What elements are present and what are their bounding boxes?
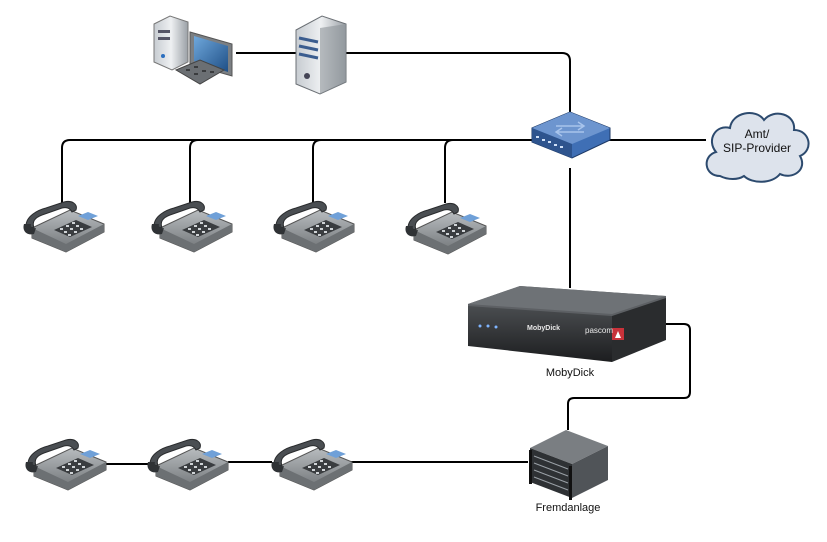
pbx-appliance-icon: [468, 286, 666, 362]
cloud-icon: [705, 112, 810, 183]
link-phone-3: [312, 139, 322, 203]
link-phone-2: [189, 139, 199, 203]
desk-phone-icon: [146, 438, 229, 491]
desk-phone-icon: [22, 200, 105, 253]
desk-phone-icon: [404, 202, 487, 255]
network-switch-icon: [531, 111, 611, 159]
desk-phone-icon: [272, 200, 355, 253]
link-server-switch: [346, 52, 571, 112]
link-pbx-legacy: [567, 323, 691, 430]
desktop-computer-icon: [153, 15, 233, 85]
cloud-label-line2: SIP-Provider: [722, 141, 792, 155]
link-phone-4: [444, 139, 454, 203]
pbx-vendor-text: pascom: [585, 326, 613, 335]
server-tower-icon: [295, 15, 347, 95]
cloud-label-line1: Amt/: [744, 127, 770, 141]
pbx-brand-text: MobyDick: [527, 325, 560, 332]
legacy-label: Fremdanlage: [535, 502, 601, 514]
desk-phone-icon: [270, 438, 353, 491]
desk-phone-icon: [24, 438, 107, 491]
rack-server-icon: [529, 430, 608, 500]
cloud-label: Amt/ SIP-Provider: [712, 127, 802, 155]
link-phone-bus: [61, 139, 532, 203]
desk-phone-icon: [150, 200, 233, 253]
pbx-label: MobyDick: [545, 367, 595, 379]
